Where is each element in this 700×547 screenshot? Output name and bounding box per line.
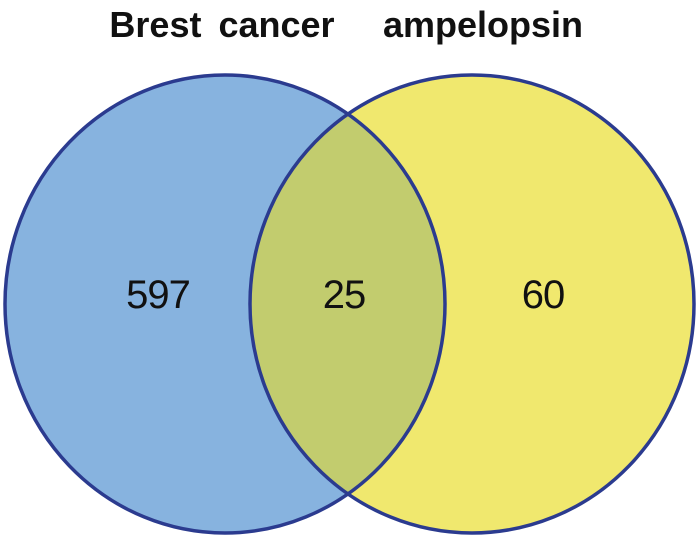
intersection-count: 25 xyxy=(323,273,366,317)
intersection-region xyxy=(250,75,445,533)
left-set-circle-outline xyxy=(3,73,447,535)
right-set-circle-outline xyxy=(248,73,696,535)
right-exclusive-count: 60 xyxy=(522,273,565,317)
left-set-title: Brest cancer xyxy=(109,4,334,45)
intersection-fill xyxy=(250,75,445,533)
left-exclusive-count: 597 xyxy=(126,273,190,317)
right-set-title: ampelopsin xyxy=(383,4,583,45)
